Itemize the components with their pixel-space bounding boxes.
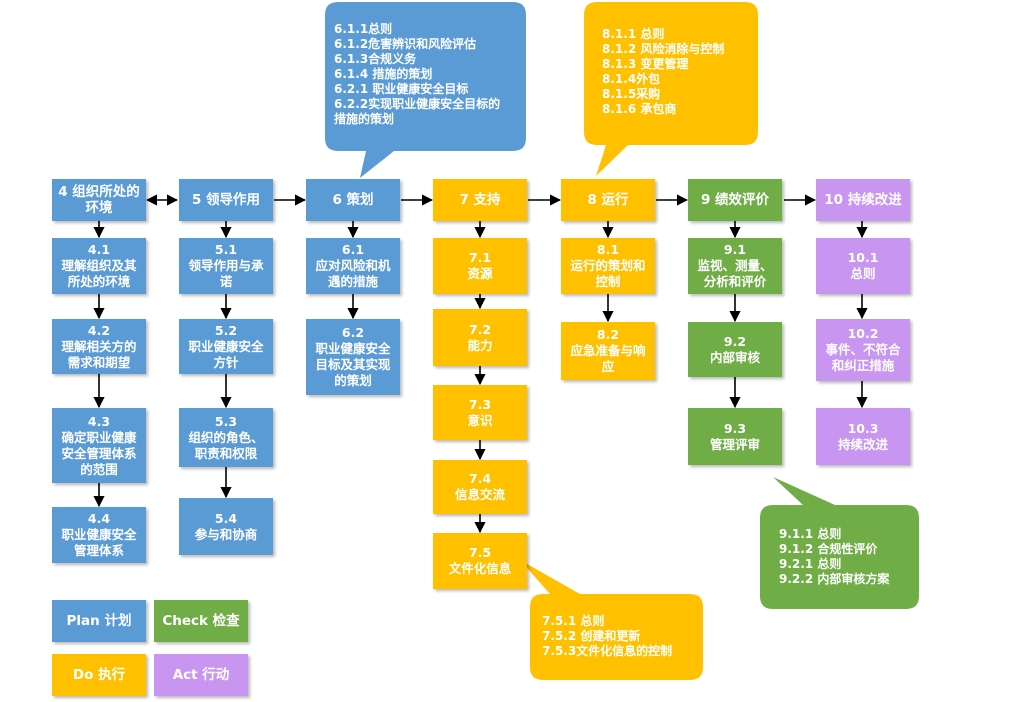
box-10-2: 10.2 事件、不符合 和纠正措施 xyxy=(816,319,910,381)
callout-6-line-2: 6.1.2危害辨识和风险评估 xyxy=(334,37,477,51)
callout-9-line-1: 9.1.1 总则 xyxy=(779,527,842,541)
callout-6-text: 6.1.1总则 6.1.2危害辨识和风险评估 6.1.3合规义务 6.1.4 措… xyxy=(334,22,500,127)
callout-8-text: 8.1.1 总则 8.1.2 风险消除与控制 8.1.3 变更管理 8.1.4外… xyxy=(602,27,724,117)
box-9-1: 9.1 监视、测量、 分析和评价 xyxy=(688,238,782,294)
header-9-performance: 9 绩效评价 xyxy=(688,179,782,221)
callout-8-shape xyxy=(584,2,758,176)
callout-9-shape xyxy=(760,477,919,609)
callout-7-line-3: 7.5.3文件化信息的控制 xyxy=(542,644,673,658)
header-10-improvement: 10 持续改进 xyxy=(816,179,910,221)
header-8-operation: 8 运行 xyxy=(561,179,655,221)
callout-7-line-1: 7.5.1 总则 xyxy=(542,614,605,628)
callout-6-line-3: 6.1.3合规义务 xyxy=(334,52,417,66)
box-8-1: 8.1 运行的策划和 控制 xyxy=(561,238,655,294)
callout-6-line-5: 6.2.1 职业健康安全目标 xyxy=(334,82,469,96)
callout-6-line-6: 6.2.2实现职业健康安全目标的 xyxy=(334,97,501,111)
box-7-5: 7.5 文件化信息 xyxy=(433,533,527,589)
callout-8-line-3: 8.1.3 变更管理 xyxy=(602,57,689,71)
legend-check: Check 检查 xyxy=(154,600,248,642)
box-7-3: 7.3 意识 xyxy=(433,385,527,440)
box-9-2: 9.2 内部审核 xyxy=(688,322,782,377)
header-6-planning: 6 策划 xyxy=(306,179,400,221)
header-5-leadership: 5 领导作用 xyxy=(179,179,273,221)
box-9-3: 9.3 管理评审 xyxy=(688,408,782,465)
callout-7-line-2: 7.5.2 创建和更新 xyxy=(542,629,641,643)
callout-8-line-2: 8.1.2 风险消除与控制 xyxy=(602,42,725,56)
box-4-2: 4.2 理解相关方的 需求和期望 xyxy=(52,319,146,374)
legend-plan: Plan 计划 xyxy=(52,600,146,642)
legend-do: Do 执行 xyxy=(52,654,146,696)
callout-7-shape xyxy=(520,560,703,680)
callout-8-line-5: 8.1.5采购 xyxy=(602,87,661,101)
box-7-2: 7.2 能力 xyxy=(433,309,527,366)
callout-6-line-4: 6.1.4 措施的策划 xyxy=(334,67,433,81)
callout-8-line-4: 8.1.4外包 xyxy=(602,72,661,86)
box-5-2: 5.2 职业健康安全 方针 xyxy=(179,319,273,374)
callout-9-line-4: 9.2.2 内部审核方案 xyxy=(779,572,890,586)
callout-6-shape xyxy=(325,2,526,178)
box-8-2: 8.2 应急准备与响 应 xyxy=(561,322,655,380)
callout-7-text: 7.5.1 总则 7.5.2 创建和更新 7.5.3文件化信息的控制 xyxy=(542,614,672,659)
column-arrows xyxy=(93,221,868,534)
box-5-4: 5.4 参与和协商 xyxy=(179,498,273,555)
callout-8-line-6: 8.1.6 承包商 xyxy=(602,102,677,116)
callout-6-line-7: 措施的策划 xyxy=(334,112,395,126)
box-6-1: 6.1 应对风险和机 遇的措施 xyxy=(306,238,400,294)
callout-8-line-1: 8.1.1 总则 xyxy=(602,27,665,41)
legend-act: Act 行动 xyxy=(154,654,248,696)
box-4-1: 4.1 理解组织及其 所处的环境 xyxy=(52,238,146,294)
header-7-support: 7 支持 xyxy=(433,179,527,221)
box-4-3: 4.3 确定职业健康 安全管理体系 的范围 xyxy=(52,408,146,483)
box-5-1: 5.1 领导作用与承 诺 xyxy=(179,238,273,294)
box-4-4: 4.4 职业健康安全 管理体系 xyxy=(52,507,146,563)
header-4-context: 4 组织所处的 环境 xyxy=(52,179,146,221)
box-6-2: 6.2 职业健康安全 目标及其实现 的策划 xyxy=(306,319,400,395)
box-5-3: 5.3 组织的角色、 职责和权限 xyxy=(179,408,273,467)
callout-9-text: 9.1.1 总则 9.1.2 合规性评价 9.2.1 总则 9.2.2 内部审核… xyxy=(779,527,889,587)
box-7-1: 7.1 资源 xyxy=(433,238,527,294)
box-7-4: 7.4 信息交流 xyxy=(433,460,527,514)
box-10-1: 10.1 总则 xyxy=(816,238,910,294)
callout-9-line-3: 9.2.1 总则 xyxy=(779,557,842,571)
callout-9-line-2: 9.1.2 合规性评价 xyxy=(779,542,878,556)
callout-6-line-1: 6.1.1总则 xyxy=(334,22,393,36)
box-10-3: 10.3 持续改进 xyxy=(816,408,910,465)
